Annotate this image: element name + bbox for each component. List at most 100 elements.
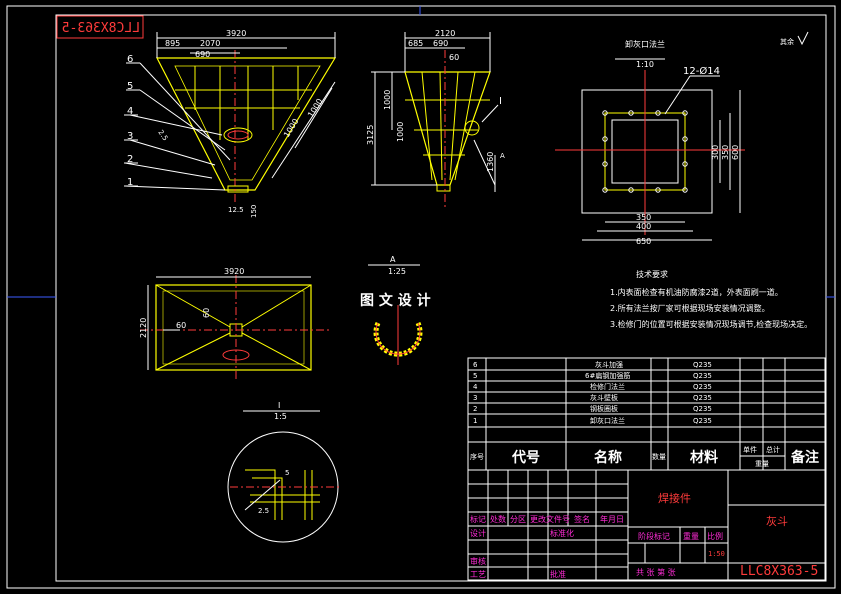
top-dim-left: 60	[176, 321, 186, 330]
bom-head-weight: 重量	[755, 460, 769, 468]
stamp-bottom-right: LLC8X363-5	[740, 564, 818, 579]
bom-row-2-no: 2	[473, 405, 477, 413]
bom-row-4-no: 4	[473, 383, 478, 391]
bom-head-seq: 序号	[470, 452, 484, 461]
top-dim-inner: 60	[202, 308, 211, 318]
bom-row-2-mat: Q235	[693, 405, 712, 413]
tech-item-3: 3.检修门的位置可根据安装情况现场调节,检查现场决定。	[610, 319, 812, 329]
bom-head-unit: 单件	[743, 445, 757, 454]
front-balloon-5: 5	[127, 81, 133, 92]
tb-part-name: 灰斗	[766, 514, 788, 528]
side-dim-htotal: 3125	[366, 125, 375, 145]
tb-sheets: 共 张 第 张	[636, 567, 676, 577]
bom-row-4-name: 检修门法兰	[590, 382, 625, 391]
detail-i-scale: 1:5	[274, 412, 287, 421]
bom-row-2-name: 钢板圈板	[590, 404, 618, 413]
side-section-mark: A	[500, 152, 505, 160]
flange-bolt-hole	[682, 187, 688, 193]
flange-bolt-hole	[628, 110, 634, 116]
front-balloon-6: 6	[127, 54, 133, 65]
flange-dim-w2: 400	[636, 222, 651, 231]
tb-design: 设计	[470, 528, 486, 538]
tb-doc: 更改文件号	[530, 514, 570, 524]
roughness-note: 其余	[780, 37, 794, 46]
flange-title: 卸灰口法兰	[625, 39, 665, 49]
side-dim-a: 685	[408, 39, 423, 48]
side-detail-mark: I	[499, 96, 502, 107]
front-balloon-4: 4	[127, 106, 133, 117]
bom-row-5-no: 5	[473, 372, 477, 380]
bom-head-qty: 数量	[652, 452, 666, 461]
flange-bolt-hole	[602, 110, 608, 116]
tb-approve: 批准	[550, 569, 566, 579]
section-a-scale: 1:25	[388, 267, 406, 276]
stamp-top-left: LLC8X363-5	[62, 21, 140, 36]
stamp-box	[56, 15, 144, 39]
front-dim-left: 895	[165, 39, 180, 48]
top-view	[140, 275, 330, 380]
flange-bolt-hole	[602, 161, 608, 167]
front-dim-small: 150	[250, 205, 258, 218]
section-a-title: A	[390, 255, 396, 264]
bom-row-6-no: 6	[473, 361, 478, 369]
flange-bolt-hole	[682, 161, 688, 167]
tech-item-1: 1.内表面检查有机油防腐漆2道，外表面刷一道。	[610, 287, 783, 297]
tb-weight: 重量	[683, 531, 699, 541]
tech-title: 技术要求	[636, 269, 668, 279]
detail-i-title: I	[278, 401, 280, 410]
front-balloon-3: 3	[127, 131, 133, 142]
side-dim-h1: 1000	[383, 90, 392, 110]
tb-count: 处数	[490, 514, 506, 524]
top-dim-height: 2120	[139, 318, 148, 338]
flange-dim-h1: 300	[711, 145, 720, 160]
tb-stage: 阶段标记	[638, 531, 670, 541]
bom-head-name: 名称	[594, 449, 622, 466]
watermark: 图 文 设 计	[360, 292, 431, 309]
tb-title: 焊接件	[658, 491, 691, 505]
flange-dim-h2: 350	[721, 145, 730, 160]
flange-bolt-hole	[602, 136, 608, 142]
flange-hole-group	[602, 110, 688, 193]
front-dim-side: 1000	[282, 117, 300, 139]
flange-bolt-hole	[655, 110, 661, 116]
tb-std: 标准化	[550, 528, 574, 538]
front-dim-angle: 12.5	[228, 206, 244, 214]
tb-check: 审核	[470, 556, 486, 566]
bom-row-3-name: 灰斗壁板	[590, 393, 618, 402]
front-dim-mid: 690	[195, 50, 210, 59]
flange-dim-w3: 650	[636, 237, 651, 246]
bom-row-1-name: 卸灰口法兰	[590, 416, 625, 425]
roughness-symbol	[797, 31, 809, 46]
side-dim-c: 60	[449, 53, 459, 62]
side-dim-b: 690	[433, 39, 448, 48]
detail-i-dim-a: 2.5	[258, 507, 269, 515]
flange-dim-h3: 600	[731, 145, 740, 160]
detail-i-dim-b: 5	[285, 469, 289, 477]
bom-row-3-no: 3	[473, 394, 477, 402]
flange-bolt-hole	[655, 187, 661, 193]
bom-row-6-mat: Q235	[693, 361, 712, 369]
front-balloon-1: 1	[127, 177, 133, 188]
tb-date: 年月日	[600, 514, 624, 524]
tb-zone: 分区	[510, 515, 526, 524]
front-dim-weld: 2.5	[156, 129, 169, 143]
flange-bolt-hole	[682, 136, 688, 142]
tb-ratio: 比例	[707, 531, 723, 541]
tb-process: 工艺	[470, 570, 486, 579]
flange-view	[555, 58, 745, 241]
bom-row-1-mat: Q235	[693, 417, 712, 425]
flange-scale: 1:10	[636, 60, 654, 69]
top-dim-total: 3920	[224, 267, 244, 276]
section-a-view	[368, 264, 423, 365]
flange-bolt-hole	[602, 187, 608, 193]
bom-head-total: 总计	[766, 445, 780, 454]
bom-row-4-mat: Q235	[693, 383, 712, 391]
bom-row-6-name: 灰斗加强	[595, 360, 623, 369]
front-dim-total: 3920	[226, 29, 246, 38]
bom-head-code: 代号	[511, 449, 540, 466]
side-dim-h2: 1000	[396, 122, 405, 142]
flange-dim-w1: 350	[636, 213, 651, 222]
detail-i-view	[227, 410, 340, 543]
title-block	[467, 469, 826, 581]
